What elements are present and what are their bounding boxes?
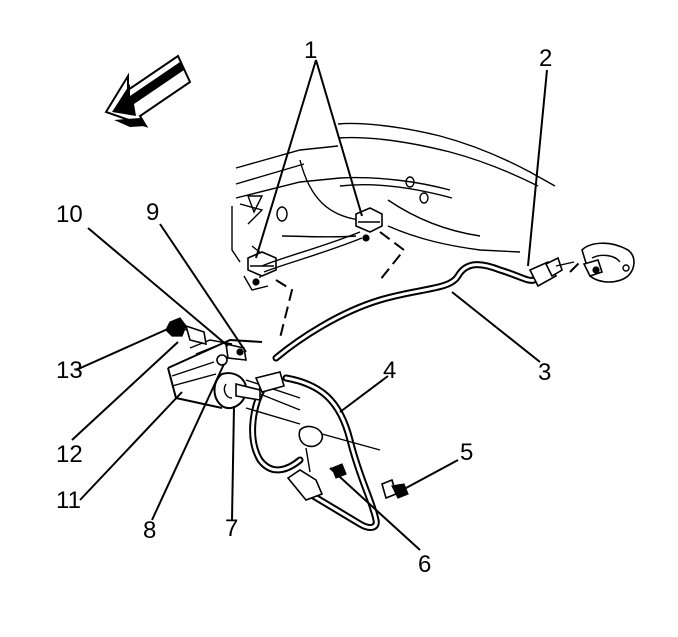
callout-12: 12	[56, 441, 83, 468]
return-hose	[249, 386, 304, 474]
callout-5: 5	[460, 439, 473, 466]
callout-labels: 1 2 3 4 5 6 7 8 9 10 11 12 13	[56, 37, 552, 578]
steering-gear	[167, 338, 301, 425]
end-bracket	[581, 242, 635, 283]
leader-lines	[71, 59, 548, 551]
direction-arrow-icon	[104, 54, 192, 128]
fitting-8-9	[189, 339, 247, 366]
callout-2: 2	[539, 45, 552, 72]
hose-clip-rear	[243, 251, 277, 291]
callout-9: 9	[146, 199, 159, 226]
callout-4: 4	[383, 357, 396, 384]
fitting-2	[528, 256, 575, 288]
callout-8: 8	[143, 517, 156, 544]
body-panel	[231, 122, 556, 279]
bolt-5	[381, 478, 409, 500]
callout-1: 1	[304, 37, 317, 64]
callout-6: 6	[418, 551, 431, 578]
hose-clip-front	[355, 207, 383, 242]
callout-7: 7	[225, 515, 238, 542]
hose-3	[272, 261, 538, 362]
callout-3: 3	[538, 359, 551, 386]
hose-4	[282, 374, 380, 531]
callout-13: 13	[56, 357, 83, 384]
fitting-6	[286, 425, 381, 501]
callout-11: 11	[56, 487, 81, 514]
callout-10: 10	[56, 201, 83, 228]
